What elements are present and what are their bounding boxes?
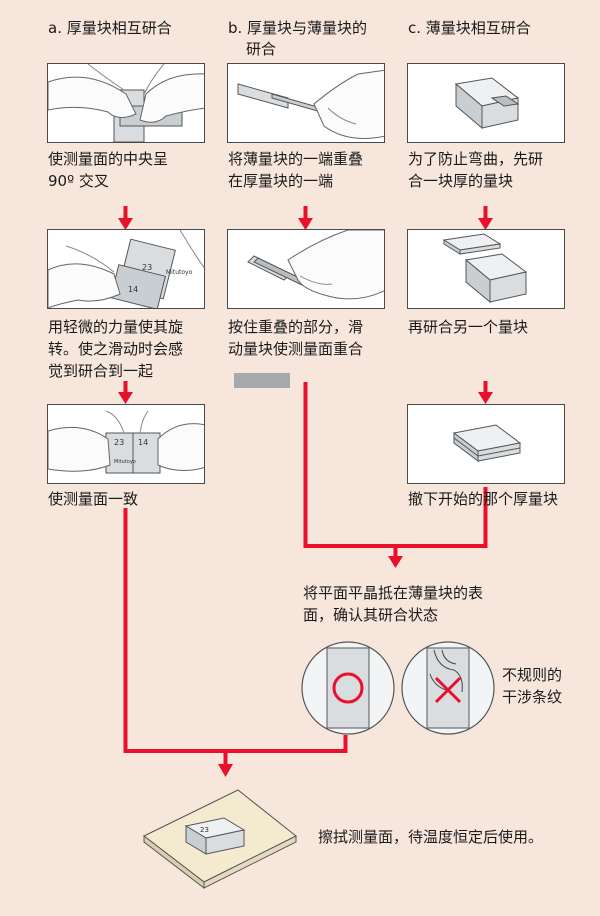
good-interference-diagram — [301, 641, 395, 735]
step-a1-line1: 使测量面的中央呈 — [48, 150, 169, 168]
step-c1-line1: 为了防止弯曲，先研 — [408, 150, 544, 168]
step-b2-line1: 按住重叠的部分，滑 — [228, 318, 364, 336]
final-block-on-plate: 23 — [143, 789, 297, 890]
block-size-label: 14 — [128, 285, 138, 294]
step-a2-line2: 转。使之滑动时会感 — [48, 340, 184, 358]
svg-text:23: 23 — [114, 438, 124, 447]
bad-cross-icon — [434, 676, 462, 704]
step-b1-line2: 在厚量块的一端 — [228, 172, 334, 190]
illustration-c1-thick-block — [407, 63, 565, 143]
column-a-title: a. 厚量块相互研合 — [48, 19, 172, 37]
optical-flat-text-line2: 面，确认其研合状态 — [303, 606, 439, 624]
irregular-fringe-label-line2: 干涉条纹 — [502, 688, 563, 706]
block-brand-label: Mitutoyo — [166, 269, 193, 276]
step-c3-text: 撤下开始的那个厚量块 — [408, 490, 559, 508]
placeholder-bar — [234, 373, 290, 388]
step-a2-line1: 用轻微的力量使其旋 — [48, 318, 184, 336]
photo-a1-cross-blocks — [47, 63, 205, 143]
optical-flat-text-line1: 将平面平晶抵在薄量块的表 — [303, 584, 484, 602]
step-b1-line1: 将薄量块的一端重叠 — [228, 150, 364, 168]
step-a2-line3: 觉到研合到一起 — [48, 362, 154, 380]
svg-text:14: 14 — [138, 438, 148, 447]
illustration-c3-thin-pair — [407, 404, 565, 484]
column-b-title-line1: b. 厚量块与薄量块的 — [228, 19, 368, 37]
step-b2-line2: 动量块使测量面重合 — [228, 340, 364, 358]
irregular-fringe-label-line1: 不规则的 — [502, 666, 563, 684]
column-b-title-line2: 研合 — [246, 40, 277, 58]
step-a1-line2: 90º 交叉 — [48, 172, 109, 190]
svg-text:Mitutoyo: Mitutoyo — [114, 459, 136, 465]
column-c-title: c. 薄量块相互研合 — [408, 19, 531, 37]
step-a3-text: 使测量面一致 — [48, 490, 139, 508]
photo-a3-aligned-blocks: 23 14 Mitutoyo — [47, 404, 205, 484]
photo-b2-slide-blocks — [227, 229, 385, 309]
svg-text:23: 23 — [200, 826, 209, 834]
bad-interference-diagram — [401, 641, 495, 735]
illustration-c2-second-block — [407, 229, 565, 309]
block-size-label: 23 — [142, 263, 152, 272]
step-c1-line2: 合一块厚的量块 — [408, 172, 514, 190]
step-c2-text: 再研合另一个量块 — [408, 318, 529, 336]
final-step-text: 擦拭测量面，待温度恒定后使用。 — [318, 828, 544, 846]
photo-b1-overlap-blocks — [227, 63, 385, 143]
good-circle-icon — [332, 672, 364, 704]
photo-a2-rotate-blocks: 23 Mitutoyo 14 — [47, 229, 205, 309]
